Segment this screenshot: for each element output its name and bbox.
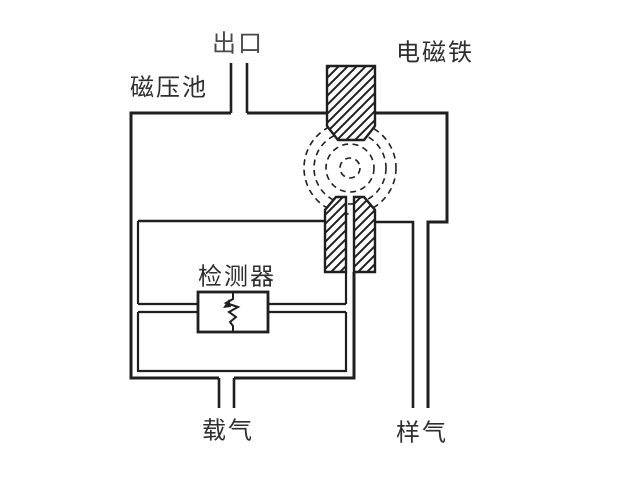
cell-right-wall: [426, 111, 449, 408]
capillary-loop: [136, 221, 348, 373]
electromagnet-lower-pole-right: [352, 195, 377, 274]
label-magnetic-pressure-cell: 磁压池: [130, 75, 208, 102]
label-outlet: 出口: [212, 31, 264, 58]
electromagnet-lower-pole-left: [323, 195, 348, 274]
sample-gas-pipe: [374, 220, 415, 408]
detector-bridge-pipe: [138, 302, 346, 314]
cell-outer-wall: [129, 111, 356, 380]
label-sample-gas: 样气: [396, 420, 448, 447]
electromagnet-upper-pole: [325, 64, 377, 142]
thermistor-symbol: [223, 292, 241, 332]
label-electromagnet: 电磁铁: [396, 40, 474, 67]
label-carrier-gas: 载气: [202, 418, 254, 445]
label-detector: 检测器: [198, 264, 276, 291]
carrier-gas-pipe: [217, 378, 236, 408]
outlet-pipe: [229, 63, 249, 113]
